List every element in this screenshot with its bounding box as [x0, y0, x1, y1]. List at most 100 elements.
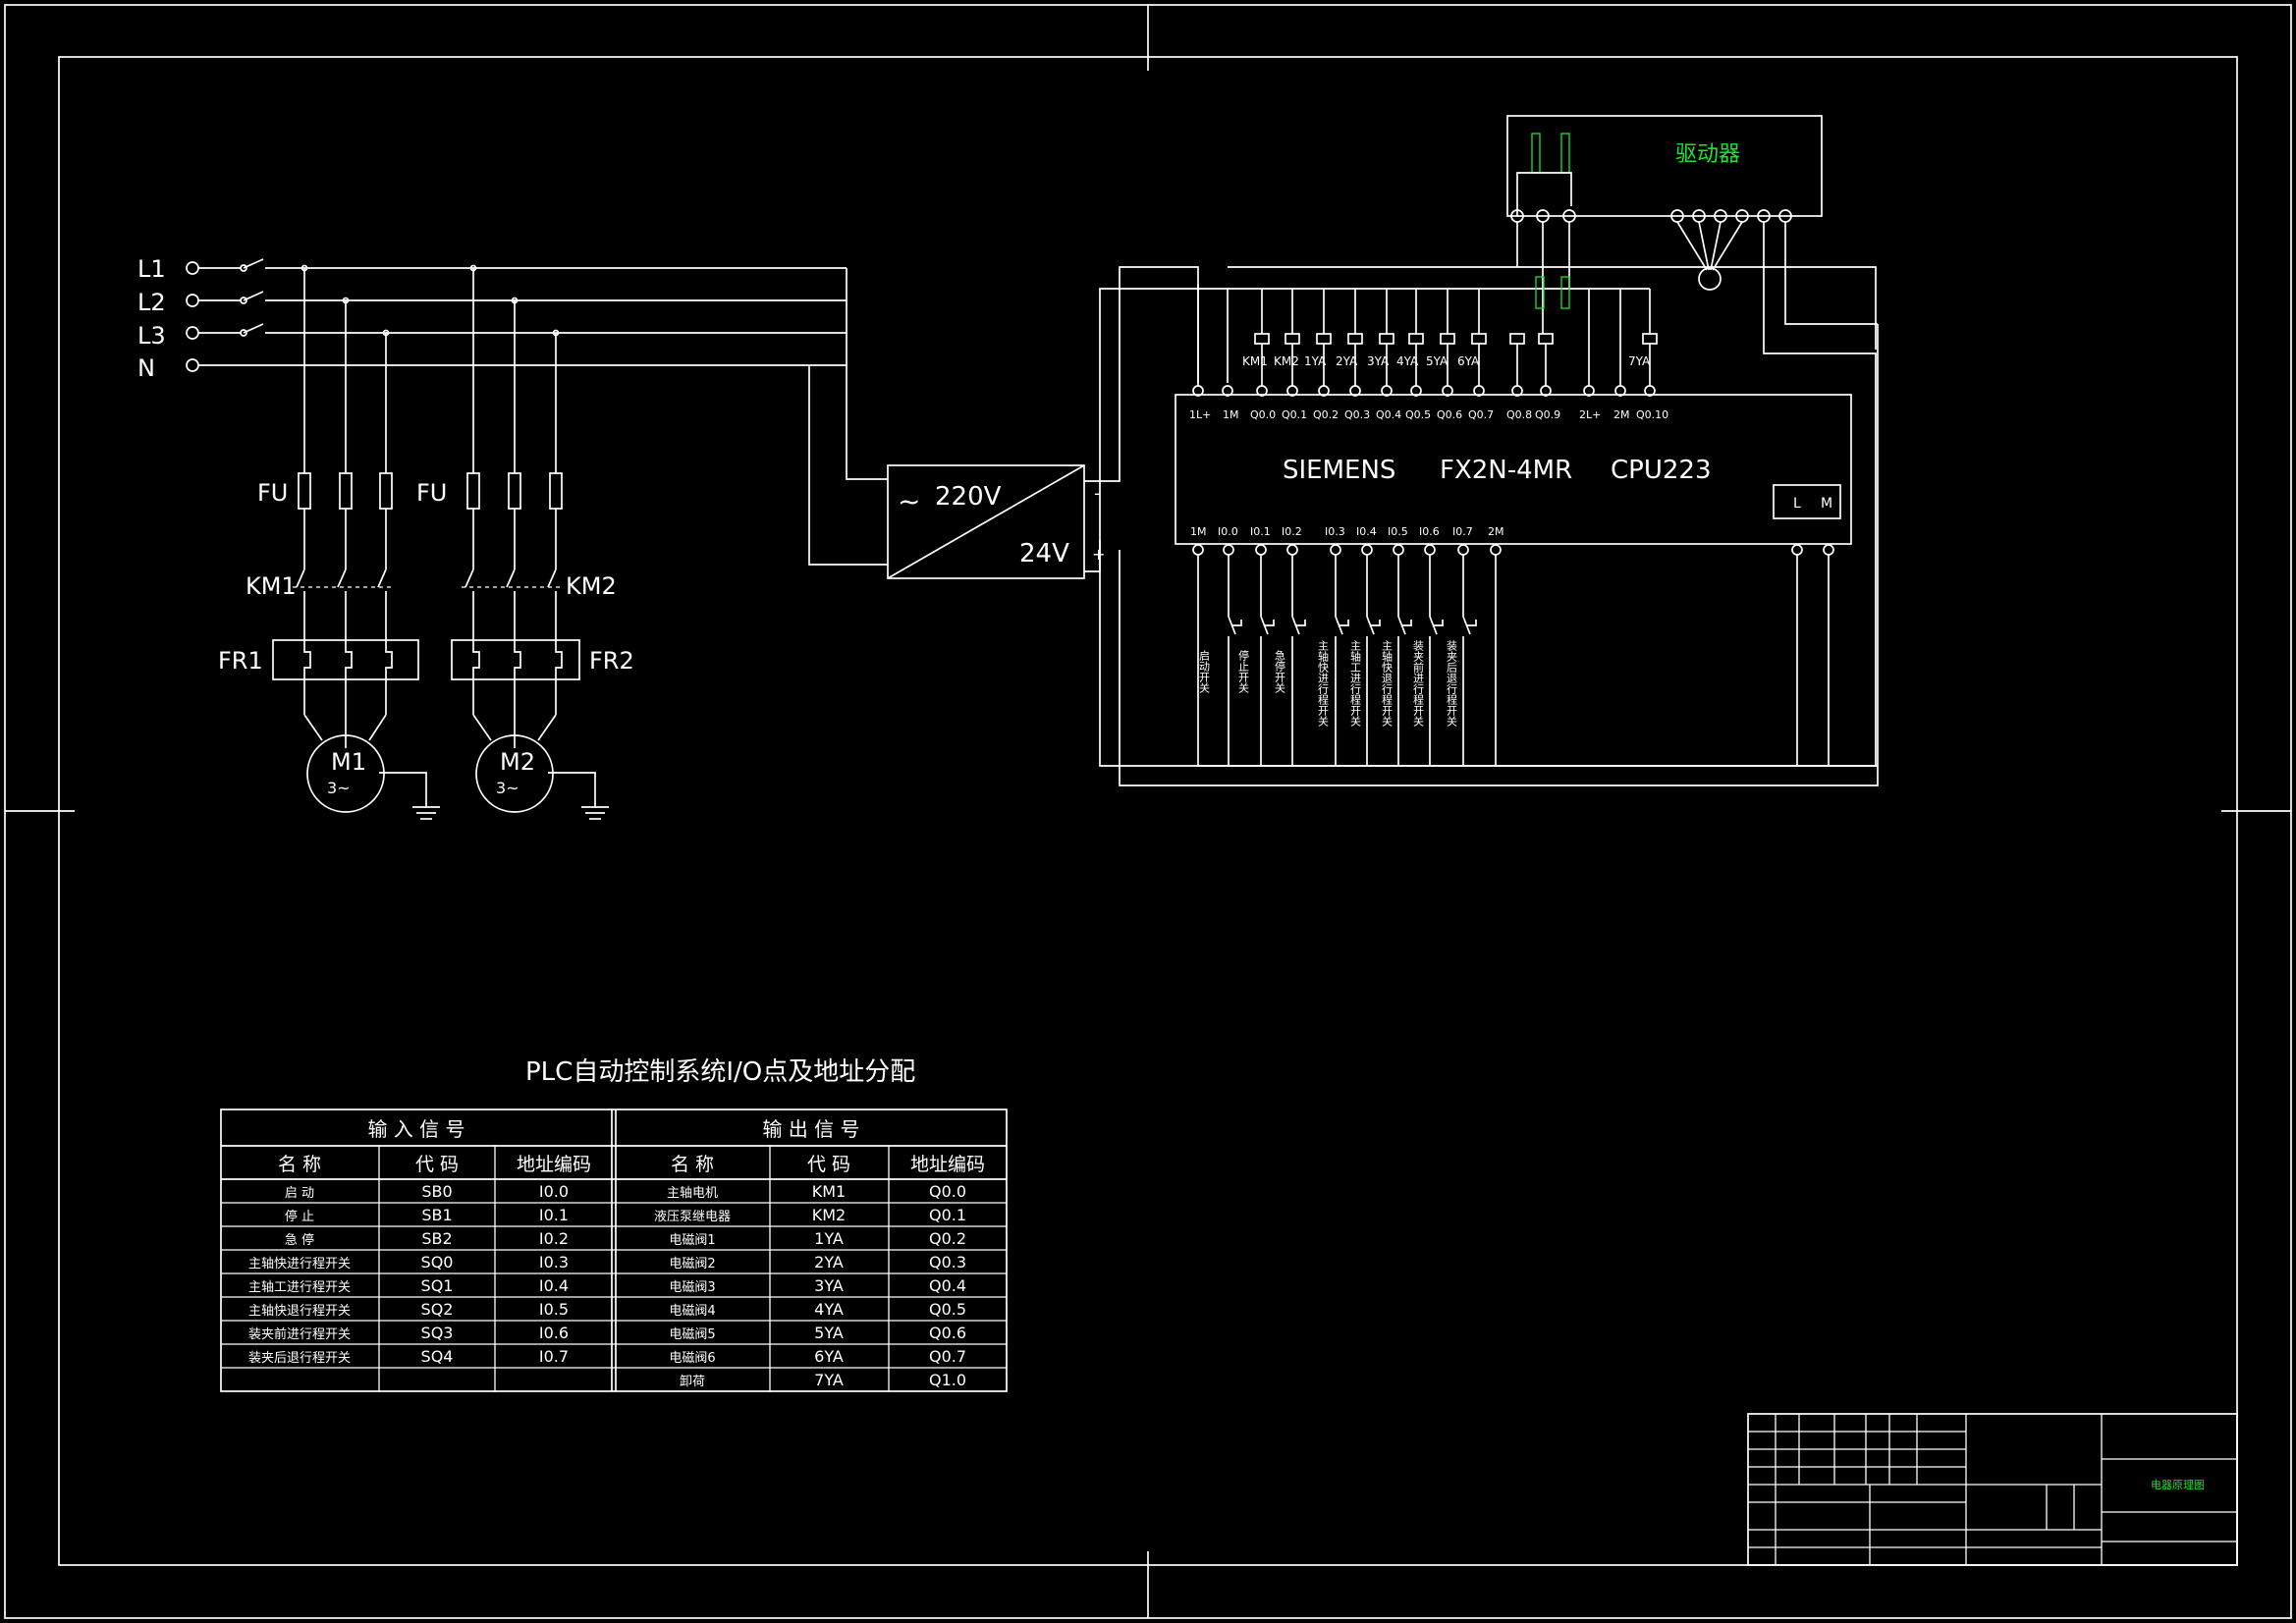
output-row-name: 电磁阀6 — [669, 1351, 715, 1366]
input-switch — [1291, 555, 1306, 766]
fuse-label-2: FU — [416, 479, 447, 507]
input-row-address: I0.5 — [539, 1300, 569, 1319]
plc-top-terminal-label: 1L+ — [1189, 408, 1211, 421]
power-supply-unit: ~ 220V 24V - + — [808, 266, 1229, 579]
plc-brand: SIEMENS — [1283, 456, 1395, 485]
load-label-km1: KM1 — [1242, 354, 1268, 368]
input-switch — [1366, 555, 1381, 766]
motor-sub-1: 3~ — [327, 779, 351, 797]
plc-bottom-terminal-label: 2M — [1488, 525, 1504, 538]
load-label-6ya: 6YA — [1457, 354, 1480, 368]
input-switch-label: 停止开关 — [1237, 649, 1250, 694]
input-switch-label: 装夹后退行程开关 — [1446, 640, 1458, 728]
output-row-code: 1YA — [814, 1229, 844, 1248]
output-row-address: Q0.5 — [929, 1300, 966, 1319]
input-switch-label: 主轴快退行程开关 — [1381, 640, 1394, 728]
output-row-code: KM2 — [812, 1206, 846, 1224]
input-row-code: SB0 — [421, 1182, 452, 1201]
input-row-code: SB2 — [421, 1229, 452, 1248]
relay-label-1: FR1 — [218, 647, 263, 675]
output-row-address: Q0.6 — [929, 1324, 966, 1342]
output-row-name: 电磁阀4 — [669, 1304, 715, 1319]
contactor-label-2: KM2 — [566, 572, 617, 600]
output-row-address: Q0.7 — [929, 1347, 966, 1366]
input-row-name: 急 停 — [285, 1232, 314, 1248]
plc-top-terminal-label: Q0.5 — [1405, 408, 1431, 421]
drawing-frame — [4, 4, 2292, 1619]
input-row-address: I0.7 — [539, 1347, 569, 1366]
input-row-code: SQ0 — [421, 1253, 454, 1271]
plc-top-terminal-label: 2L+ — [1579, 408, 1601, 421]
input-switch-label: 装夹前进行程开关 — [1412, 640, 1425, 728]
line-label-n: N — [137, 354, 155, 382]
plc-unit: SIEMENS FX2N-4MR CPU223 L M — [1175, 394, 1852, 545]
plc-top-terminal-label: Q0.9 — [1535, 408, 1560, 421]
motor-label-1: M1 — [331, 748, 366, 776]
title-block: 电器原理图 — [1747, 1413, 2238, 1566]
load-label-3ya: 3YA — [1367, 354, 1390, 368]
input-row-name: 主轴快退行程开关 — [248, 1304, 351, 1319]
driver-title: 驱动器 — [1675, 142, 1740, 167]
input-row-address: I0.0 — [539, 1182, 569, 1201]
output-row-address: Q0.0 — [929, 1182, 966, 1201]
plc-output-loads: KM1 KM2 1YA 2YA 3YA 4YA 5YA 6YA 7YA — [1197, 266, 1877, 386]
plc-top-terminal-label: Q0.7 — [1468, 408, 1494, 421]
line-label-l2: L2 — [137, 289, 166, 316]
plc-top-terminal-label: Q0.8 — [1506, 408, 1532, 421]
contactor-label-1: KM1 — [246, 572, 297, 600]
input-row-name: 停 止 — [285, 1209, 314, 1224]
plc-top-terminals: 1L+ 1M Q0.0 Q0.1 Q0.2 Q0.3 Q0.4 Q0.5 Q0.… — [1189, 385, 1668, 421]
supply-minus-label: - — [1094, 483, 1101, 504]
output-row-code: 6YA — [814, 1347, 844, 1366]
io-table-title: PLC自动控制系统I/O点及地址分配 — [525, 1057, 915, 1087]
input-row-address: I0.4 — [539, 1276, 569, 1295]
main-switch — [198, 258, 847, 337]
output-row-code: 4YA — [814, 1300, 844, 1319]
input-row-address: I0.6 — [539, 1324, 569, 1342]
load-label-1ya: 1YA — [1304, 354, 1327, 368]
input-row-code: SB1 — [421, 1206, 452, 1224]
motor-sub-2: 3~ — [496, 779, 519, 797]
input-row-address: I0.3 — [539, 1253, 569, 1271]
motor-branch-2: FU KM2 FR2 M2 3~ — [416, 264, 634, 820]
input-switch — [1397, 555, 1412, 766]
plc-top-terminal-label: Q0.6 — [1437, 408, 1462, 421]
plc-terminal-l: L — [1793, 496, 1801, 512]
io-address-table: PLC自动控制系统I/O点及地址分配 输 入 信 号 输 出 信 号 名 称 代… — [220, 1057, 1008, 1392]
plc-bottom-terminal-label: I0.1 — [1250, 525, 1271, 538]
supply-input-label: 220V — [935, 482, 1002, 512]
plc-top-terminal-label: Q0.0 — [1250, 408, 1276, 421]
input-row-name: 启 动 — [285, 1186, 314, 1201]
input-switch — [1260, 555, 1275, 766]
column-header: 地址编码 — [910, 1154, 985, 1175]
load-label-4ya: 4YA — [1396, 354, 1419, 368]
output-row-name: 主轴电机 — [667, 1186, 718, 1201]
output-row-name: 电磁阀5 — [669, 1327, 715, 1342]
column-header: 代 码 — [807, 1154, 850, 1175]
load-label-7ya: 7YA — [1628, 354, 1651, 368]
column-header: 名 称 — [671, 1154, 714, 1175]
plc-power-terminal-box — [1773, 484, 1841, 519]
plc-top-terminal-label: Q0.4 — [1376, 408, 1401, 421]
input-signal-header: 输 入 信 号 — [367, 1117, 465, 1141]
output-row-code: 7YA — [814, 1371, 844, 1389]
relay-label-2: FR2 — [589, 647, 634, 675]
load-label-2ya: 2YA — [1336, 354, 1358, 368]
stepper-motor-symbol — [1698, 267, 1722, 291]
input-row-code: SQ4 — [421, 1347, 454, 1366]
plc-bottom-terminals: 1M I0.0 I0.1 I0.2 I0.3 I0.4 I0.5 I0.6 I0… — [1190, 525, 1878, 767]
output-row-name: 电磁阀1 — [669, 1233, 715, 1248]
drawing-name: 电器原理图 — [2151, 1479, 2205, 1491]
supply-plus-label: + — [1092, 545, 1105, 564]
plc-bottom-terminal-label: 1M — [1190, 525, 1207, 538]
plc-top-terminal-label: 2M — [1613, 408, 1630, 421]
plc-top-terminal-label: 1M — [1223, 408, 1239, 421]
motor-branch-1: FU KM1 FR1 M1 3~ — [218, 264, 440, 820]
column-header: 代 码 — [415, 1154, 459, 1175]
input-row-code: SQ3 — [421, 1324, 454, 1342]
output-row-code: KM1 — [812, 1182, 846, 1201]
input-row-address: I0.1 — [539, 1206, 569, 1224]
line-label-l3: L3 — [137, 322, 166, 350]
output-row-address: Q0.4 — [929, 1276, 966, 1295]
